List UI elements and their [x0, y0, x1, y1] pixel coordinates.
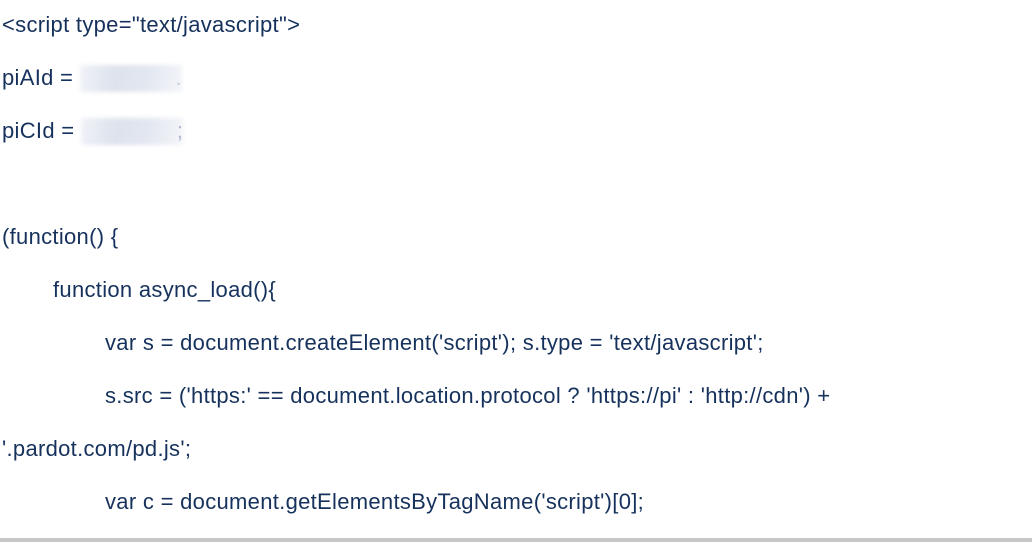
code-line-blank: [0, 157, 1032, 210]
code-line: var c = document.getElementsByTagName('s…: [0, 475, 1032, 528]
redaction-ghost-char: ;: [176, 118, 184, 143]
code-text: (function() {: [2, 224, 119, 249]
code-text: piCId =: [2, 118, 81, 143]
code-line: '.pardot.com/pd.js';: [0, 422, 1032, 475]
redaction-ghost-char: .: [175, 65, 183, 90]
code-line: (function() {: [0, 210, 1032, 263]
code-text: s.src = ('https:' == document.location.p…: [105, 383, 831, 408]
bottom-divider: [0, 538, 1032, 542]
code-line: piAId = .: [0, 51, 1032, 104]
code-text: <script type="text/javascript">: [2, 12, 301, 37]
code-line: function async_load(){: [0, 263, 1032, 316]
tracking-code-block: <script type="text/javascript"> piAId = …: [0, 0, 1032, 528]
code-line: <script type="text/javascript">: [0, 0, 1032, 51]
code-text: '.pardot.com/pd.js';: [2, 436, 192, 461]
code-text: var s = document.createElement('script')…: [105, 330, 764, 355]
redacted-account-id: [79, 65, 182, 92]
code-text: piAId =: [2, 65, 80, 90]
code-text: var c = document.getElementsByTagName('s…: [105, 489, 645, 514]
code-line: piCId = ;: [0, 104, 1032, 157]
code-line: s.src = ('https:' == document.location.p…: [0, 369, 1032, 422]
redacted-campaign-id: [80, 118, 183, 145]
code-line: var s = document.createElement('script')…: [0, 316, 1032, 369]
code-text: function async_load(){: [53, 277, 277, 302]
